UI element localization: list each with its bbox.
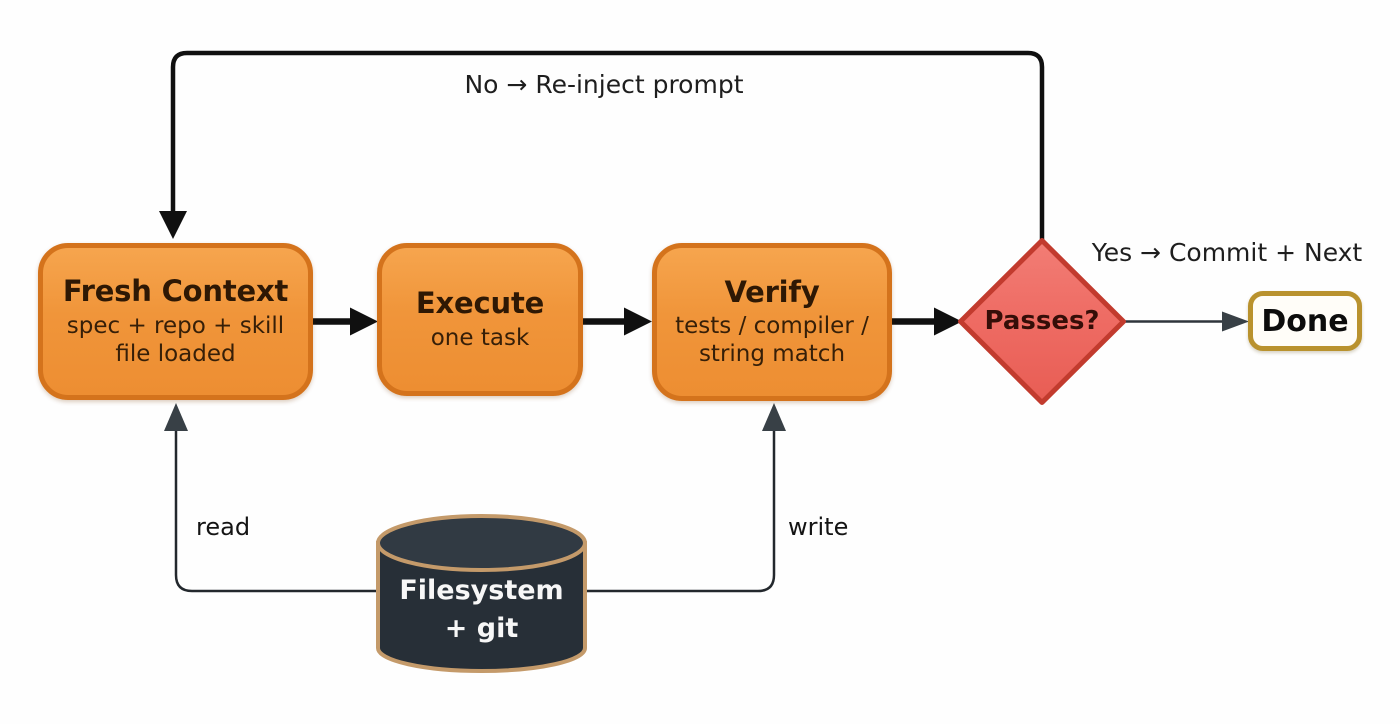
datastore-label-line1: Filesystem <box>399 575 564 606</box>
read-edge <box>174 428 378 593</box>
verify-subtitle: tests / compiler / string match <box>675 313 869 368</box>
datastore-label: Filesystem + git <box>378 572 585 648</box>
datastore-cylinder-top <box>376 514 587 572</box>
write-arrowhead-icon <box>762 403 786 431</box>
passes-decision-label: Passes? <box>984 306 1100 336</box>
node-done: Done <box>1248 291 1362 351</box>
datastore-cylinder-body <box>376 541 587 673</box>
write-edge <box>585 428 776 593</box>
read-label: read <box>196 513 251 541</box>
passes-decision-shape <box>958 238 1126 405</box>
execute-title: Execute <box>415 286 545 321</box>
read-arrowhead-icon <box>164 403 188 431</box>
node-execute: Execute one task <box>377 243 583 396</box>
node-fresh-context: Fresh Context spec + repo + skill file l… <box>38 243 313 400</box>
arrowhead-verify-passes-icon <box>934 307 962 336</box>
write-label: write <box>788 513 849 541</box>
no-branch-label: No → Re-inject prompt <box>464 70 744 99</box>
node-verify: Verify tests / compiler / string match <box>652 243 892 401</box>
verify-title: Verify <box>724 274 820 309</box>
done-label: Done <box>1261 303 1349 339</box>
arrowhead-execute-verify-icon <box>624 307 652 336</box>
arrowhead-freshcontext-execute-icon <box>350 307 378 336</box>
no-loop-arrowhead-icon <box>159 211 187 239</box>
datastore-label-line2: + git <box>444 612 519 644</box>
no-loop-edge <box>170 50 1045 241</box>
fresh-context-subtitle: spec + repo + skill file loaded <box>66 312 285 367</box>
fresh-context-title: Fresh Context <box>62 274 289 309</box>
yes-branch-label: Yes → Commit + Next <box>1091 238 1363 267</box>
arrowhead-passes-done-icon <box>1222 311 1249 332</box>
execute-subtitle: one task <box>430 324 530 351</box>
